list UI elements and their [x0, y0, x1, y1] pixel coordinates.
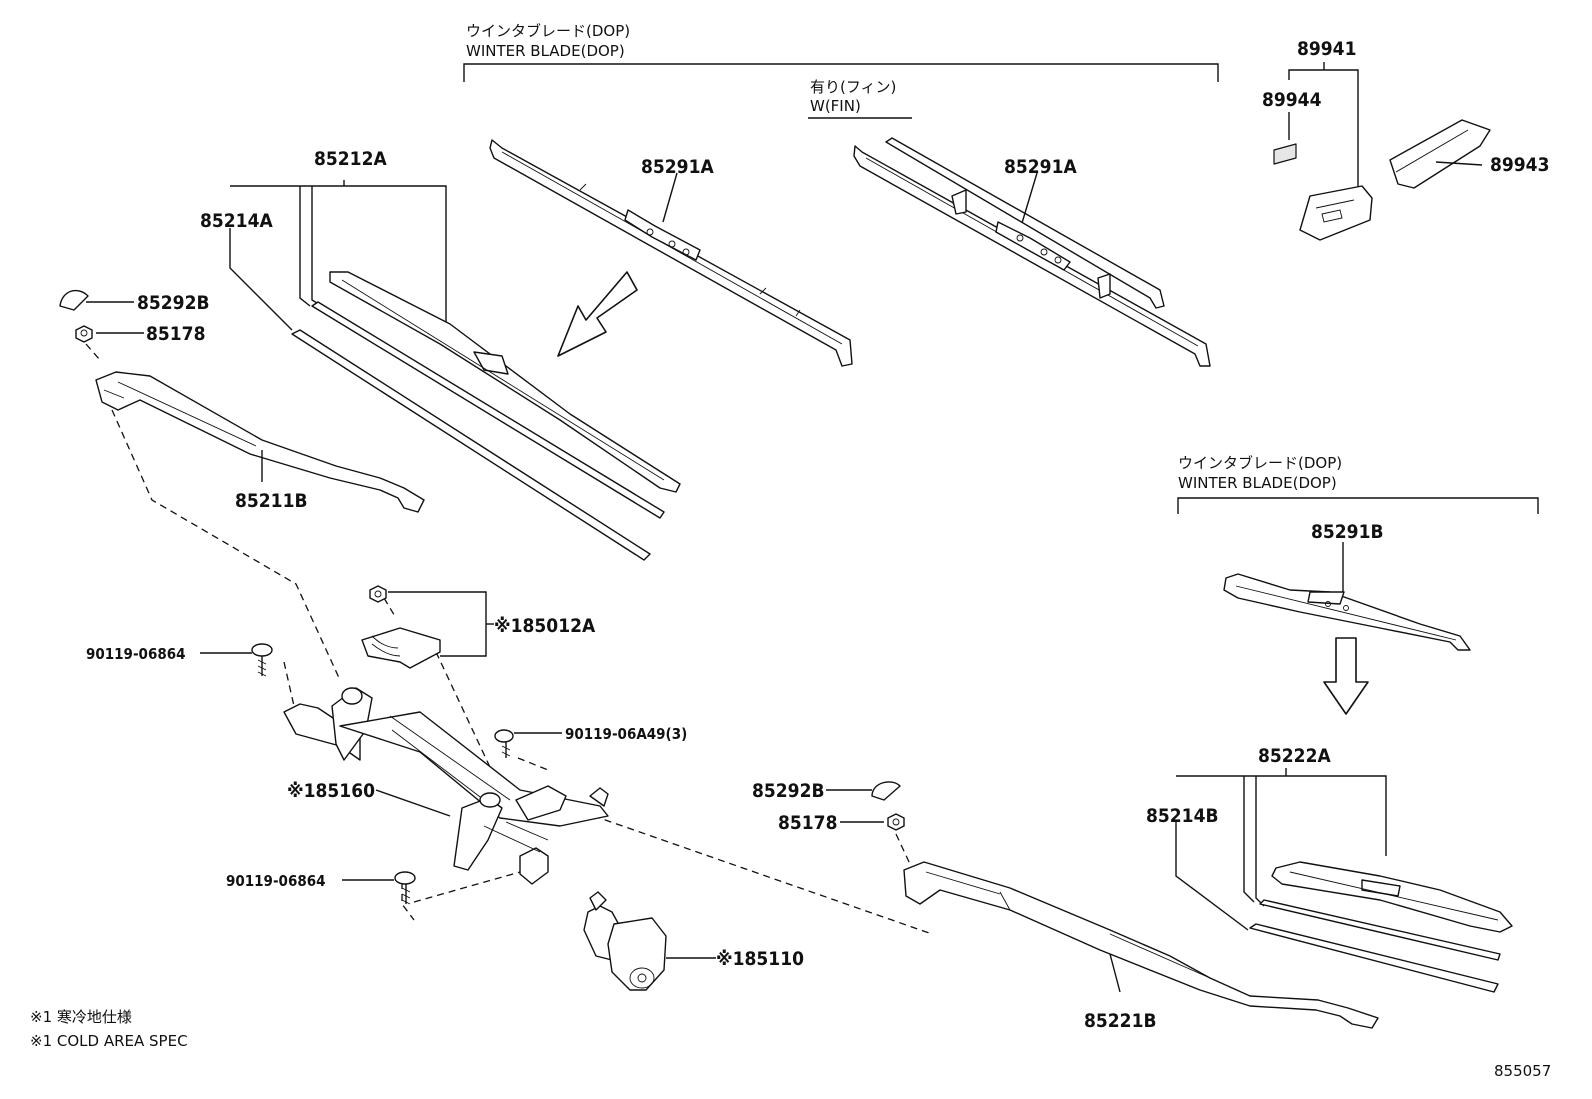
linkage-85160	[283, 687, 609, 885]
cap-85292B-left	[59, 289, 89, 311]
wiper-arm-85211B	[95, 371, 425, 513]
label-85178-left: 85178	[146, 323, 205, 345]
label-85291A-left: 85291A	[641, 156, 714, 178]
winter-blade-top-bracket	[463, 63, 1219, 82]
wiper-arm-85221B	[903, 861, 1379, 1029]
label-85291A-fin: 85291A	[1004, 156, 1077, 178]
leader-85214B	[1175, 822, 1249, 931]
direction-arrow-down	[1323, 637, 1369, 715]
winter-blade-right-en: WINTER BLADE(DOP)	[1178, 474, 1337, 492]
right-blade-assembly	[1175, 768, 1513, 993]
dashed-right-arm	[547, 799, 933, 935]
label-90119-06A49: 90119-06A49(3)	[565, 725, 687, 743]
note-line2: ※1 COLD AREA SPEC	[30, 1032, 188, 1050]
bolt-90119-06864-bottom	[342, 871, 416, 905]
label-89944: 89944	[1262, 89, 1322, 111]
label-85214A: 85214A	[200, 210, 273, 232]
leader-85222A	[1176, 775, 1387, 856]
fin-jp: 有り(フィン)	[810, 78, 896, 96]
winter-blade-top-jp: ウインタブレード(DOP)	[466, 22, 630, 40]
winter-blade-right-bracket	[1177, 497, 1539, 514]
winter-blade-top-group: ウインタブレード(DOP) WINTER BLADE(DOP) 有り(フィン) …	[463, 22, 1219, 119]
label-85291B: 85291B	[1311, 521, 1384, 543]
dashed-left-arm	[85, 343, 341, 681]
label-85222A: 85222A	[1258, 745, 1331, 767]
label-90119-06864-top: 90119-06864	[86, 645, 186, 663]
label-89941: 89941	[1297, 38, 1356, 60]
key-fob	[1299, 185, 1373, 241]
winter-blade-right-jp: ウインタブレード(DOP)	[1178, 454, 1342, 472]
key-group-89941	[1273, 62, 1491, 241]
pivot-cap-85012A	[361, 585, 494, 669]
leader-89941	[1288, 69, 1359, 190]
label-85292B-left: 85292B	[137, 292, 210, 314]
winter-blade-85291A-fin	[853, 137, 1211, 367]
direction-arrow-down-left	[557, 271, 638, 357]
wiper-motor-85110	[583, 891, 716, 991]
label-85214B: 85214B	[1146, 805, 1219, 827]
fin-en: W(FIN)	[810, 97, 861, 115]
key-cover-89943	[1389, 119, 1491, 189]
cap-85292B-right	[871, 781, 901, 801]
label-85160: ※185160	[287, 780, 375, 802]
nut-85178-right	[887, 813, 905, 831]
diagram-code: 855057	[1494, 1062, 1551, 1080]
left-blade-assembly	[229, 180, 681, 561]
label-85212A: 85212A	[314, 148, 387, 170]
label-89943: 89943	[1490, 154, 1549, 176]
label-85211B: 85211B	[235, 490, 308, 512]
leader-85214A	[229, 228, 293, 331]
bolt-90119-06864-top	[200, 643, 273, 677]
bolt-90119-06A49	[494, 729, 562, 758]
note-line1: ※1 寒冷地仕様	[30, 1008, 132, 1026]
label-85012A: ※185012A	[494, 615, 596, 637]
label-85221B: 85221B	[1084, 1010, 1157, 1032]
label-90119-06864-bottom: 90119-06864	[226, 872, 326, 890]
winter-blade-85291A-left	[489, 139, 853, 367]
label-85292B-right: 85292B	[752, 780, 825, 802]
nut-85178-left	[75, 325, 93, 343]
leader-85212A	[230, 185, 447, 324]
label-85110: ※185110	[716, 948, 804, 970]
label-85178-right: 85178	[778, 812, 837, 834]
winter-blade-top-en: WINTER BLADE(DOP)	[466, 42, 625, 60]
winter-blade-right-group: ウインタブレード(DOP) WINTER BLADE(DOP)	[1177, 454, 1539, 651]
key-label-sticker-89944	[1273, 143, 1297, 165]
